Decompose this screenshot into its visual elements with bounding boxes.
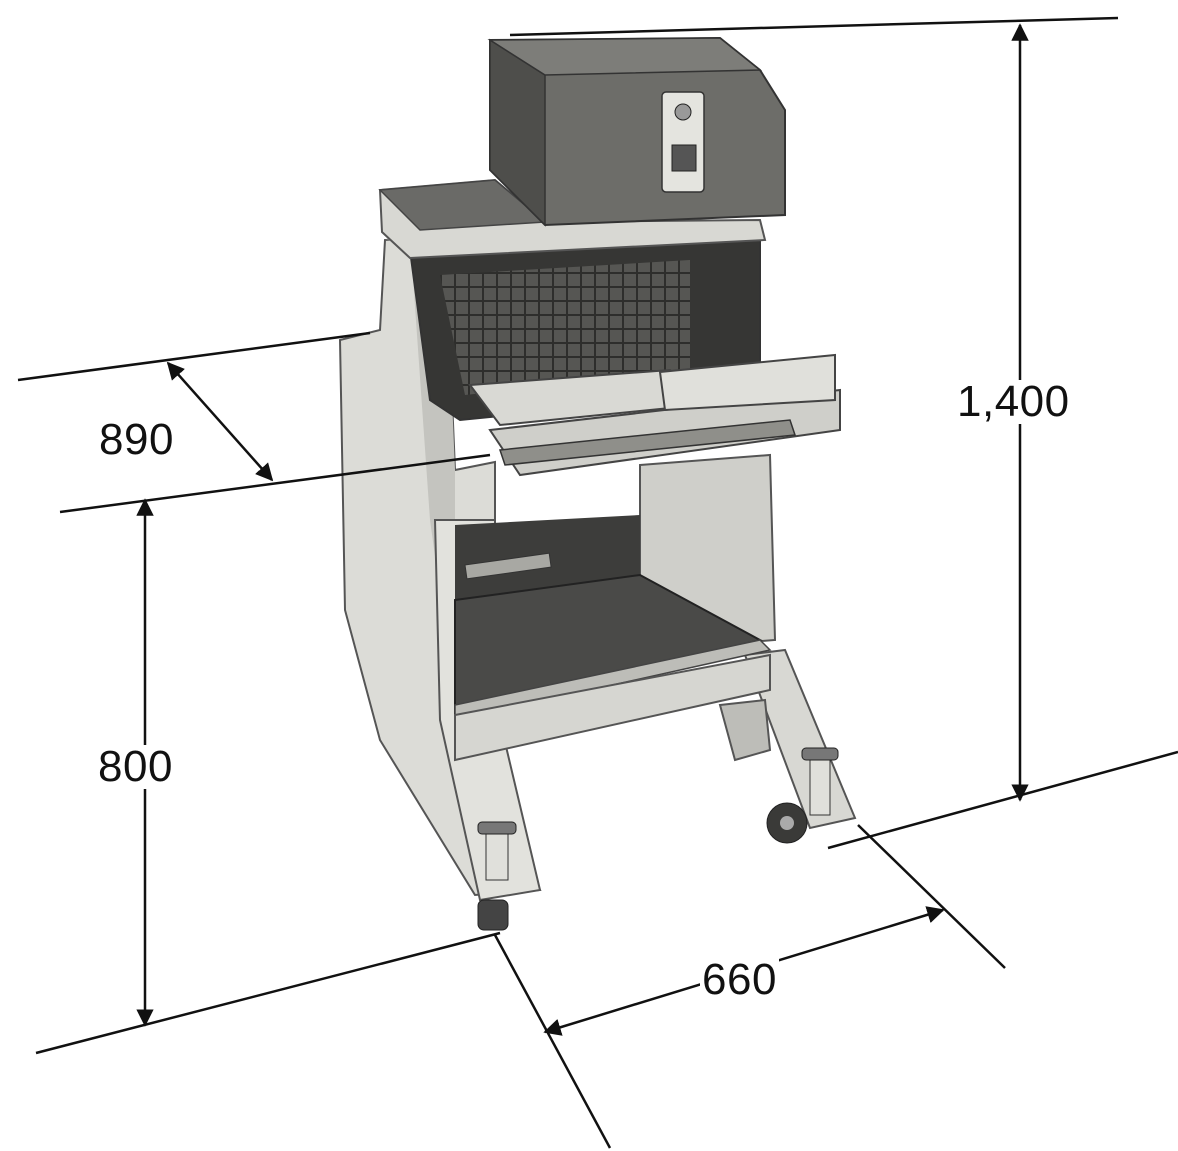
depth-dimension-label: 890 xyxy=(97,415,176,464)
control-knob xyxy=(674,103,692,121)
front-rail xyxy=(658,353,836,412)
height-dimension-label: 1,400 xyxy=(955,377,1072,426)
width-extension-right xyxy=(857,824,1006,969)
depth-dimension-arrow xyxy=(166,361,274,482)
left-caster xyxy=(477,821,517,931)
tray-edge xyxy=(498,419,797,466)
height-extension-bottom xyxy=(827,750,1178,850)
right-rear-leg xyxy=(718,698,772,762)
bread-slicer-machine xyxy=(338,36,857,931)
table-height-extension-bottom xyxy=(35,931,501,1055)
control-display xyxy=(671,144,697,172)
width-extension-left xyxy=(493,934,612,1149)
dimension-lines xyxy=(17,16,1178,1149)
right-caster xyxy=(766,747,839,844)
table-height-dimension-label: 800 xyxy=(96,742,175,791)
hood-top xyxy=(487,37,763,76)
width-dimension-label: 660 xyxy=(700,955,779,1004)
height-extension-top xyxy=(509,16,1119,37)
depth-extension-bottom xyxy=(59,453,491,514)
blade-grid xyxy=(440,260,690,395)
shelf-rail xyxy=(464,552,552,580)
base-crossbar xyxy=(454,653,771,762)
depth-extension-top xyxy=(17,331,371,382)
